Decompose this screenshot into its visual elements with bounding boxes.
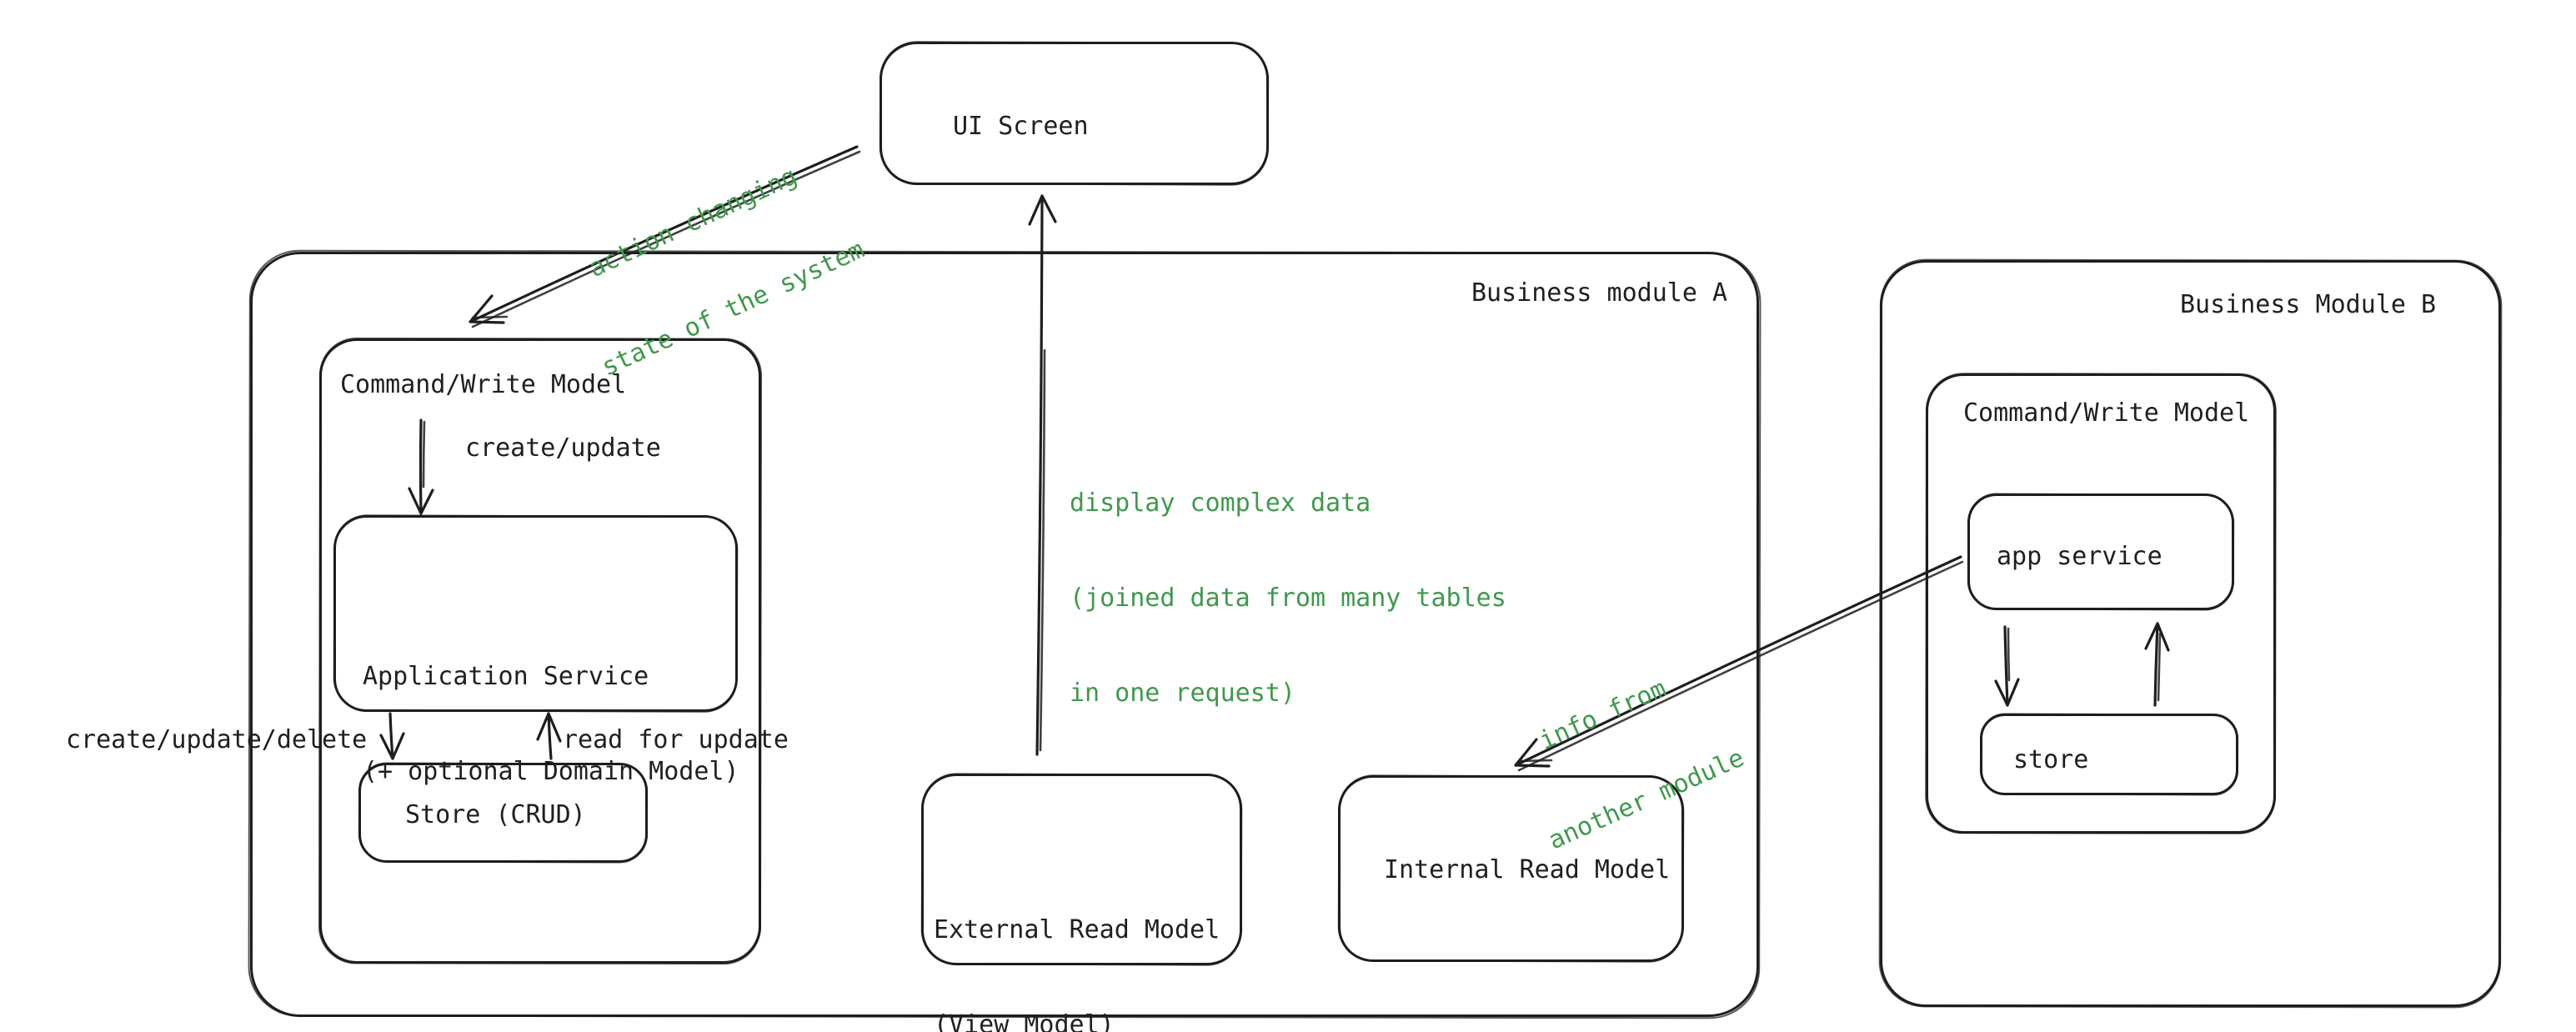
external-read-model-node <box>921 774 1242 965</box>
application-service-label: Application Service (+ optional Domain M… <box>363 662 739 786</box>
business-module-b-title: Business Module B <box>2180 290 2437 319</box>
ui-screen-label: UI Screen <box>953 112 1089 141</box>
command-write-model-a-container <box>319 338 761 964</box>
edge-label-create-update: create/update <box>465 433 661 463</box>
command-write-model-b-title: Command/Write Model <box>1963 398 2250 428</box>
store-b-node <box>1980 714 2238 795</box>
edge-label-create-update-delete: create/update/delete <box>66 725 368 754</box>
store-crud-node <box>358 763 648 863</box>
annotation-display-complex-data: display complex data (joined data from m… <box>1070 488 1506 708</box>
command-write-model-a-title: Command/Write Model <box>340 370 627 399</box>
app-service-b-label: app service <box>1997 542 2163 571</box>
app-service-b-node <box>1967 493 2234 610</box>
internal-read-model-label: Internal Read Model <box>1384 855 1671 884</box>
application-service-node <box>333 515 738 712</box>
business-module-a-title: Business module A <box>1471 278 1728 308</box>
ui-screen-node <box>880 42 1269 185</box>
store-b-label: store <box>2013 745 2089 774</box>
store-crud-label: Store (CRUD) <box>405 800 586 829</box>
external-read-model-label: External Read Model (View Model) <box>934 915 1220 1032</box>
edge-label-read-for-update: read for update <box>563 725 789 754</box>
internal-read-model-node <box>1338 775 1684 962</box>
